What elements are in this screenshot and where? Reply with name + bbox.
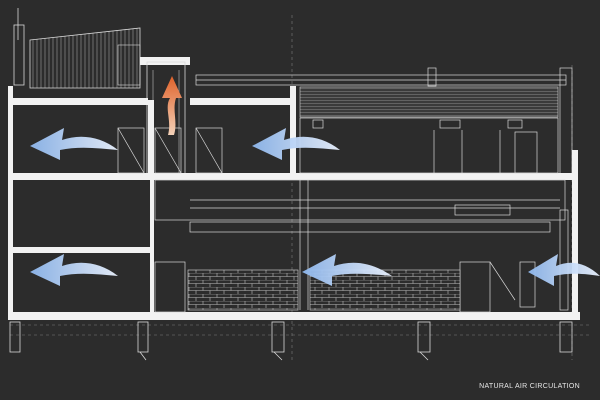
arrow-lower-left [30, 254, 118, 286]
brick-walls [187, 269, 461, 311]
arrow-upper-middle [252, 128, 340, 160]
foundation-piers [9, 321, 573, 361]
floor-slabs [8, 86, 580, 320]
diagram-caption: NATURAL AIR CIRCULATION [479, 383, 580, 390]
upper-floor-ceiling-panel [299, 86, 559, 118]
arrow-chimney-up [162, 76, 182, 135]
arrow-lower-middle [302, 254, 392, 286]
air-flow-arrows [30, 76, 600, 286]
arrow-upper-left [30, 128, 118, 160]
arrow-lower-right [528, 254, 600, 286]
